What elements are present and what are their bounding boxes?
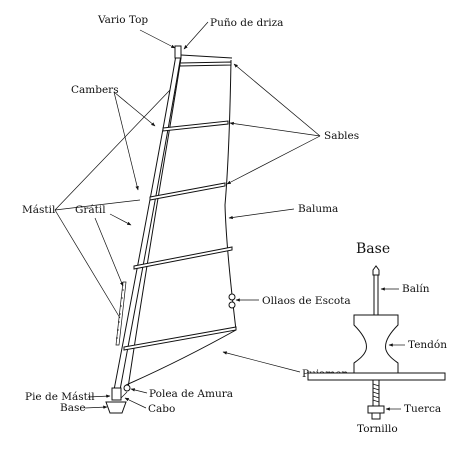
pin [372,265,380,276]
batten-3 [149,182,226,201]
luff-sleeve [127,57,182,389]
sail [105,45,237,414]
batten-2 [162,120,229,132]
label-polea-de-amura: Polea de Amura [149,388,233,400]
label-balin: Balín [402,283,430,295]
label-cabo: Cabo [148,403,175,415]
head [180,54,233,59]
label-pie-de-mastil: Pie de Mástil [25,391,95,403]
batten-5 [123,326,237,351]
label-gratil: Grátil [75,204,106,216]
nut [367,405,385,414]
labels: Vario Top Puño de driza Cambers Sables M… [22,14,359,415]
mast-foot [111,387,122,401]
board-plate [307,372,446,381]
label-ollaos-de-escota: Ollaos de Escota [262,295,351,307]
label-baluma: Baluma [298,203,338,215]
bolt-head [371,412,381,420]
vario-top [174,45,182,59]
label-tuerca: Tuerca [404,403,441,415]
label-base: Base [60,402,86,414]
label-tornillo: Tornillo [357,423,398,435]
eyelet-2 [228,301,236,309]
label-cambers: Cambers [71,84,119,96]
label-tendon: Tendón [408,339,447,351]
leech [224,59,237,331]
label-sables: Sables [324,130,359,142]
tack-pulley [123,384,131,392]
foot [125,329,237,386]
label-puno-de-driza: Puño de driza [210,17,283,29]
base-detail: Base Balín Tendón Tuerca Tornillo [307,241,447,435]
mast-window [115,281,127,346]
base-plate [105,401,127,414]
label-mastil: Mástil [22,204,56,216]
detail-title: Base [356,241,390,257]
batten-4 [133,246,233,270]
tendon [353,314,399,374]
label-vario-top: Vario Top [97,14,148,26]
downhaul-line [120,391,128,399]
batten-1 [179,61,232,67]
eyelet-1 [228,293,236,301]
mast [113,54,177,391]
